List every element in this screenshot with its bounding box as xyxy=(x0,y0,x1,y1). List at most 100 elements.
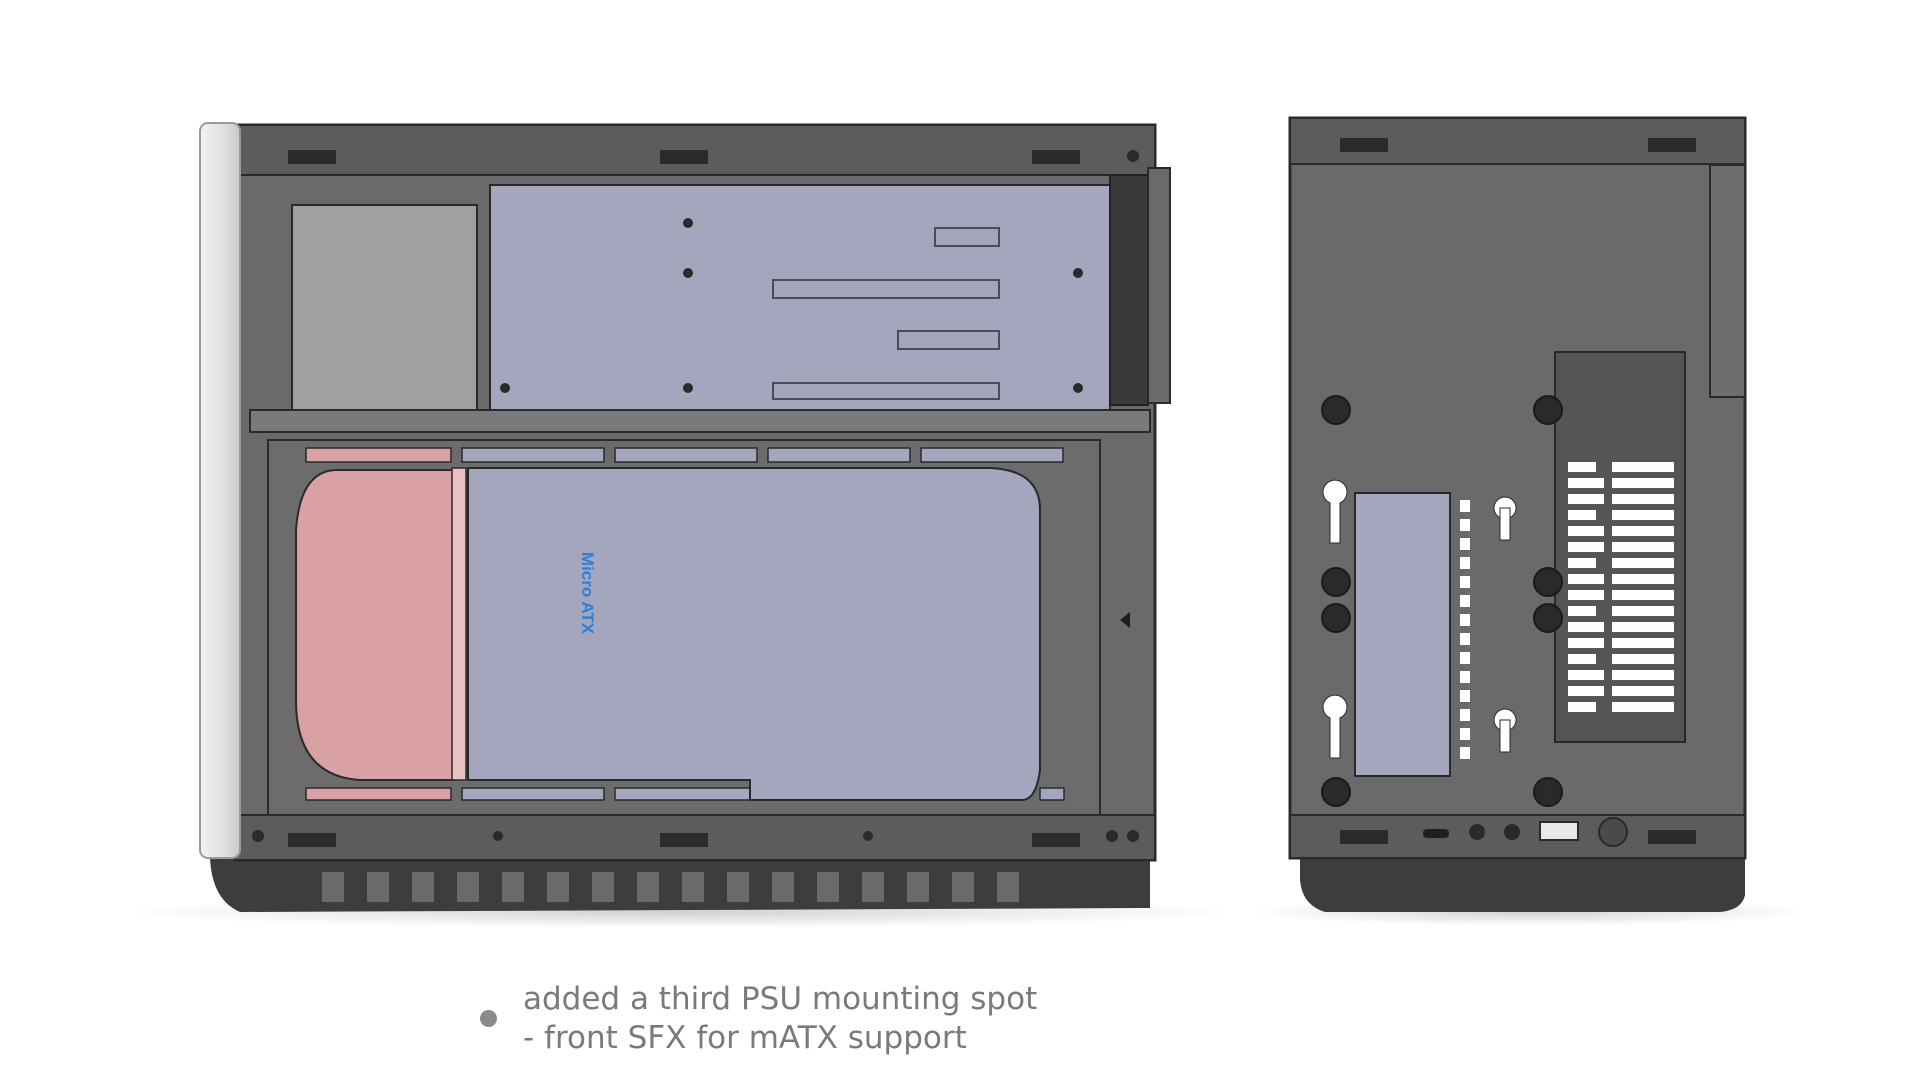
vent-slot xyxy=(907,872,929,902)
front-sfx-psu-highlight xyxy=(295,469,456,781)
left-keyslots xyxy=(1322,479,1348,759)
expansion-slots xyxy=(1460,500,1470,759)
expansion-slot xyxy=(1460,576,1470,588)
side-view: Micro ATX xyxy=(120,122,1240,928)
grill-bar xyxy=(1568,542,1604,552)
grill-bar xyxy=(1612,702,1674,712)
vent-slot xyxy=(727,872,749,902)
vent-slot xyxy=(952,872,974,902)
vent-slot xyxy=(367,872,389,902)
expansion-slot xyxy=(1460,519,1470,531)
top-rail-clips xyxy=(288,150,1080,847)
side-screws xyxy=(252,150,1139,842)
grill-bar xyxy=(1568,510,1596,520)
grill-bar xyxy=(1612,526,1674,536)
frame-slots-bottom xyxy=(461,787,1065,801)
frame-slots-top xyxy=(461,447,1064,463)
grill-bar xyxy=(1612,590,1674,600)
grill-bar xyxy=(1568,702,1596,712)
audio-jack-icon xyxy=(1469,824,1485,840)
rear-ports xyxy=(1423,817,1628,847)
side-latch-icon xyxy=(1120,612,1130,628)
caption: added a third PSU mounting spot - front … xyxy=(480,980,1037,1058)
grill-bar xyxy=(1612,574,1674,584)
caption-line-1: added a third PSU mounting spot xyxy=(523,981,1038,1017)
expansion-slot xyxy=(1460,557,1470,569)
expansion-slot xyxy=(1460,538,1470,550)
expansion-slot xyxy=(1460,652,1470,664)
upper-drive-bay xyxy=(291,204,478,411)
grill-bar xyxy=(1568,558,1596,568)
expansion-slot xyxy=(1460,728,1470,740)
audio-jack-2-icon xyxy=(1504,824,1520,840)
grill-bar xyxy=(1612,670,1674,680)
grill-bar xyxy=(1568,494,1604,504)
expansion-slot xyxy=(1460,709,1470,721)
grill-bar xyxy=(1612,462,1674,472)
grill-bar xyxy=(1612,510,1674,520)
mid-rail xyxy=(249,409,1151,433)
usb-c-port-icon xyxy=(1423,829,1449,838)
grill-bar xyxy=(1612,638,1674,648)
psu-grill-bars xyxy=(1568,462,1674,712)
gpu-standoffs xyxy=(500,218,1083,393)
rear-thumbscrews xyxy=(1321,395,1563,807)
vent-slot xyxy=(412,872,434,902)
caption-bullet-icon xyxy=(480,1010,497,1027)
grill-bar xyxy=(1568,590,1604,600)
expansion-slot xyxy=(1460,747,1470,759)
pcie-slots xyxy=(772,227,1000,400)
vent-slot xyxy=(862,872,884,902)
caption-text: added a third PSU mounting spot - front … xyxy=(523,980,1037,1058)
rear-io-shield xyxy=(1354,492,1451,777)
vent-slot xyxy=(547,872,569,902)
vent-slots xyxy=(322,872,1019,902)
rear-io-bracket xyxy=(1109,174,1149,406)
rear-clips xyxy=(1340,138,1696,844)
expansion-slot xyxy=(1460,633,1470,645)
grill-bar xyxy=(1568,622,1604,632)
vent-slot xyxy=(322,872,344,902)
board-form-factor-label: Micro ATX xyxy=(578,552,597,635)
grill-bar xyxy=(1568,574,1604,584)
rear-feet xyxy=(1300,855,1745,912)
grill-bar xyxy=(1568,686,1604,696)
grill-bar xyxy=(1612,654,1674,664)
vent-slot xyxy=(502,872,524,902)
power-button-icon xyxy=(1598,817,1628,847)
grill-bar xyxy=(1568,478,1604,488)
rear-view xyxy=(1250,116,1810,926)
grill-bar xyxy=(1612,686,1674,696)
vent-slot xyxy=(817,872,839,902)
grill-bar xyxy=(1568,526,1604,536)
caption-line-2: - front SFX for mATX support xyxy=(523,1020,967,1056)
front-panel xyxy=(199,122,241,859)
keyholes xyxy=(1493,496,1517,753)
grill-bar xyxy=(1612,622,1674,632)
grill-bar xyxy=(1568,606,1596,616)
motherboard xyxy=(467,467,1041,801)
vent-slot xyxy=(772,872,794,902)
usb-a-port-icon xyxy=(1539,821,1579,841)
grill-bar xyxy=(1568,654,1596,664)
expansion-slot xyxy=(1460,614,1470,626)
grill-bar xyxy=(1612,494,1674,504)
psu-fan-edge xyxy=(451,467,467,781)
grill-bar xyxy=(1568,670,1604,680)
grill-bar xyxy=(1612,606,1674,616)
vent-slot xyxy=(637,872,659,902)
grill-bar xyxy=(1568,638,1604,648)
vent-slot xyxy=(997,872,1019,902)
expansion-slot xyxy=(1460,671,1470,683)
expansion-slot xyxy=(1460,690,1470,702)
grill-bar xyxy=(1612,478,1674,488)
vent-slot xyxy=(457,872,479,902)
vent-slot xyxy=(592,872,614,902)
grill-bar xyxy=(1612,558,1674,568)
frame-slot-psu-top xyxy=(305,447,452,463)
grill-bar xyxy=(1568,462,1596,472)
grill-bar xyxy=(1612,542,1674,552)
frame-slot-psu-bottom xyxy=(305,787,452,801)
